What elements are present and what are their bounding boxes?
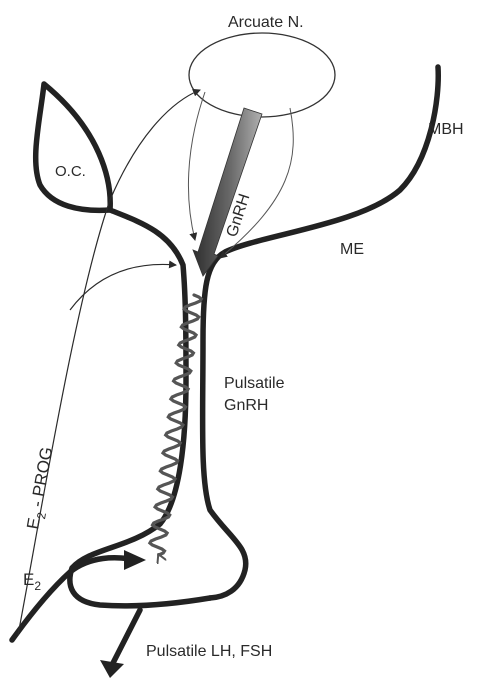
arcuate-projection-left [188, 92, 205, 240]
arcuate-nucleus [189, 33, 335, 117]
pulsatile-lh-fsh-label: Pulsatile LH, FSH [146, 643, 272, 660]
e2-label: E2 [23, 570, 41, 593]
pulsatile-gnrh-label-line2: GnRH [224, 397, 268, 414]
e2-prog-label: E2 - PROG [23, 445, 60, 531]
oc-label: O.C. [55, 163, 86, 180]
lh-fsh-output-arrowhead [100, 660, 124, 678]
me-label: ME [340, 241, 364, 258]
pulsatile-gnrh-wave [150, 295, 201, 555]
stalk-left-outline [70, 210, 210, 606]
e2-feedback-arrowhead [124, 550, 146, 570]
mbh-label: MBH [428, 121, 464, 138]
lh-fsh-output-line [112, 610, 140, 665]
arcuate-label: Arcuate N. [228, 14, 304, 31]
optic-chiasm [36, 84, 111, 210]
e2-prog-line-to-arcuate [18, 90, 200, 635]
pulsatile-gnrh-label-line1: Pulsatile [224, 375, 285, 392]
